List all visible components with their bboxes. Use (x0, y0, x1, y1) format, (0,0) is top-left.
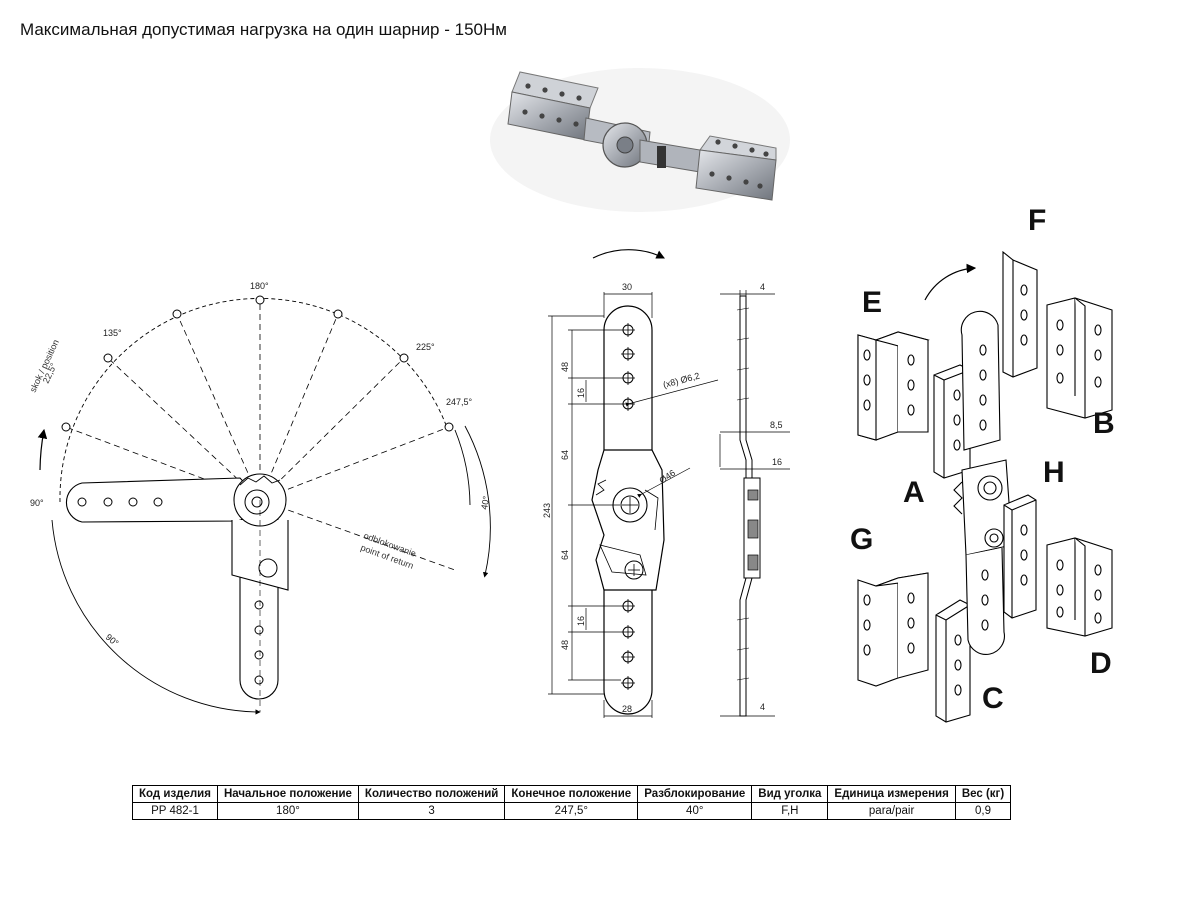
letter-b: B (1093, 407, 1115, 440)
bracket-a (933, 364, 971, 479)
header-end: Конечное положение (504, 785, 639, 803)
bracket-c (935, 599, 971, 723)
dim-48-top: 48 (560, 362, 570, 372)
width-bottom-label: 28 (622, 704, 632, 714)
header-bracket: Вид уголка (751, 785, 829, 803)
header-code: Код изделия (132, 785, 218, 803)
header-start: Начальное положение (216, 785, 359, 803)
side-view (719, 290, 790, 717)
holes-label: (x8) Ø6,2 (662, 371, 701, 390)
header-unlock: Разблокирование (637, 785, 753, 803)
cell-code: PP 482-1 (132, 802, 218, 820)
side-width-label: 16 (772, 457, 782, 467)
side-dimensions: 4 8,5 16 4 (760, 282, 783, 712)
angle-90-label: 90° (30, 498, 44, 508)
hinge-assembly (953, 310, 1013, 655)
thickness-bottom-label: 4 (760, 702, 765, 712)
offset-label: 8,5 (770, 420, 783, 430)
dim-48-bottom: 48 (560, 640, 570, 650)
cell-unit: para/pair (827, 802, 956, 820)
bracket-b (1046, 297, 1113, 419)
cell-weight: 0,9 (954, 802, 1012, 820)
dim-16-top: 16 (576, 388, 586, 398)
front-view (548, 249, 719, 718)
bracket-letters: E F B A H G D C (850, 204, 1115, 715)
thickness-top-label: 4 (760, 282, 765, 292)
letter-c: C (982, 682, 1004, 715)
letter-h: H (1043, 456, 1065, 489)
dim-64-top: 64 (560, 450, 570, 460)
page-title: Максимальная допустимая нагрузка на один… (20, 20, 507, 39)
cell-end: 247,5° (504, 802, 639, 820)
dim-64-bottom: 64 (560, 550, 570, 560)
unlock-angle-label: 40° (479, 495, 491, 511)
cell-unlock: 40° (637, 802, 753, 820)
header-weight: Вес (кг) (954, 785, 1012, 803)
angle-135-label: 135° (103, 328, 122, 338)
rotation-diagram (37, 295, 491, 715)
cell-bracket: F,H (751, 802, 829, 820)
header-count: Количество положений (357, 785, 506, 803)
cell-count: 3 (357, 802, 506, 820)
angle-225-label: 225° (416, 342, 435, 352)
table-row: PP 482-1 180° 3 247,5° 40° F,H para/pair… (132, 802, 1012, 820)
sweep-angle-label: 90° (104, 632, 121, 649)
letter-e: E (862, 286, 882, 319)
letter-d: D (1090, 647, 1112, 680)
letter-g: G (850, 523, 873, 556)
spec-header-row: Код изделия Начальное положение Количест… (132, 785, 1012, 803)
bracket-f (1002, 250, 1038, 378)
angle-2475-label: 247,5° (446, 397, 473, 407)
header-unit: Единица измерения (827, 785, 956, 803)
letter-f: F (1028, 204, 1046, 237)
letter-a: A (903, 476, 925, 509)
exploded-view (857, 250, 1113, 723)
bracket-g (857, 572, 929, 687)
hinge-photo (490, 68, 790, 212)
dim-total: 243 (542, 503, 552, 518)
width-top-label: 30 (622, 282, 632, 292)
bracket-d (1046, 537, 1113, 637)
bracket-h (1003, 494, 1037, 619)
spec-table: Код изделия Начальное положение Количест… (132, 785, 1012, 820)
angle-180-label: 180° (250, 281, 269, 291)
dim-16-bottom: 16 (576, 616, 586, 626)
cell-start: 180° (216, 802, 359, 820)
bracket-e (857, 331, 930, 441)
